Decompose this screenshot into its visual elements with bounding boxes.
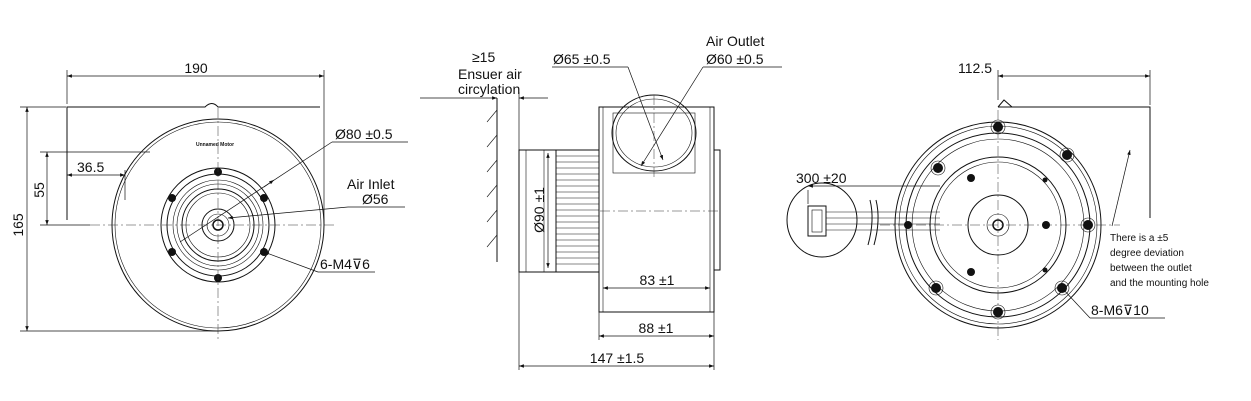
dim-190: 190 bbox=[184, 60, 208, 76]
dim-diameter-60: Ø60 ±0.5 bbox=[706, 51, 764, 67]
deviation-note-2: degree deviation bbox=[1110, 248, 1184, 259]
deviation-note-1: There is a ±5 bbox=[1110, 233, 1169, 244]
clearance-value: ≥15 bbox=[472, 49, 495, 65]
clearance-note-1: Ensuer air bbox=[458, 66, 522, 82]
mounting-holes-8 bbox=[904, 119, 1096, 320]
dim-55: 55 bbox=[31, 182, 47, 198]
connector-outline bbox=[786, 182, 858, 258]
dim-diameter-90: Ø90 ±1 bbox=[531, 187, 547, 233]
inlet-diameter: Ø56 bbox=[362, 191, 389, 207]
dim-83: 83 ±1 bbox=[640, 272, 675, 288]
motor-brand-label: Unnamed Motor bbox=[196, 142, 234, 148]
deviation-note-3: between the outlet bbox=[1110, 263, 1192, 274]
outlet-duct bbox=[66, 103, 320, 220]
dim-cable-300: 300 ±20 bbox=[796, 170, 847, 186]
screw-spec-8-m6: 8-M6⊽10 bbox=[1091, 302, 1149, 318]
dim-165: 165 bbox=[10, 213, 26, 237]
deviation-note-4: and the mounting hole bbox=[1110, 278, 1209, 289]
dim-36-5: 36.5 bbox=[77, 159, 104, 175]
front-view: Unnamed Motor 190 165 55 36.5 Ø80 ±0.5 A… bbox=[10, 60, 408, 340]
clearance-note-2: circylation bbox=[458, 81, 520, 97]
fan-fins bbox=[555, 149, 600, 273]
cable-bundle bbox=[826, 211, 940, 231]
air-outlet-label: Air Outlet bbox=[706, 33, 764, 49]
dim-147: 147 ±1.5 bbox=[590, 350, 645, 366]
dim-112-5: 112.5 bbox=[958, 60, 992, 76]
screw-spec-6-m4: 6-M4⊽6 bbox=[320, 256, 370, 272]
air-inlet-label: Air Inlet bbox=[347, 176, 395, 192]
side-view: ≥15 Ensuer air circylation bbox=[420, 33, 782, 370]
outlet-duct-back bbox=[997, 99, 1151, 218]
dim-diameter-65: Ø65 ±0.5 bbox=[553, 51, 611, 67]
back-view: 112.5 300 ±20 There is a ±5 degree devia… bbox=[786, 60, 1209, 340]
dim-88: 88 ±1 bbox=[639, 320, 674, 336]
mounting-holes-6 bbox=[168, 168, 268, 282]
connector bbox=[807, 205, 827, 237]
dim-diameter-80: Ø80 ±0.5 bbox=[335, 126, 393, 142]
